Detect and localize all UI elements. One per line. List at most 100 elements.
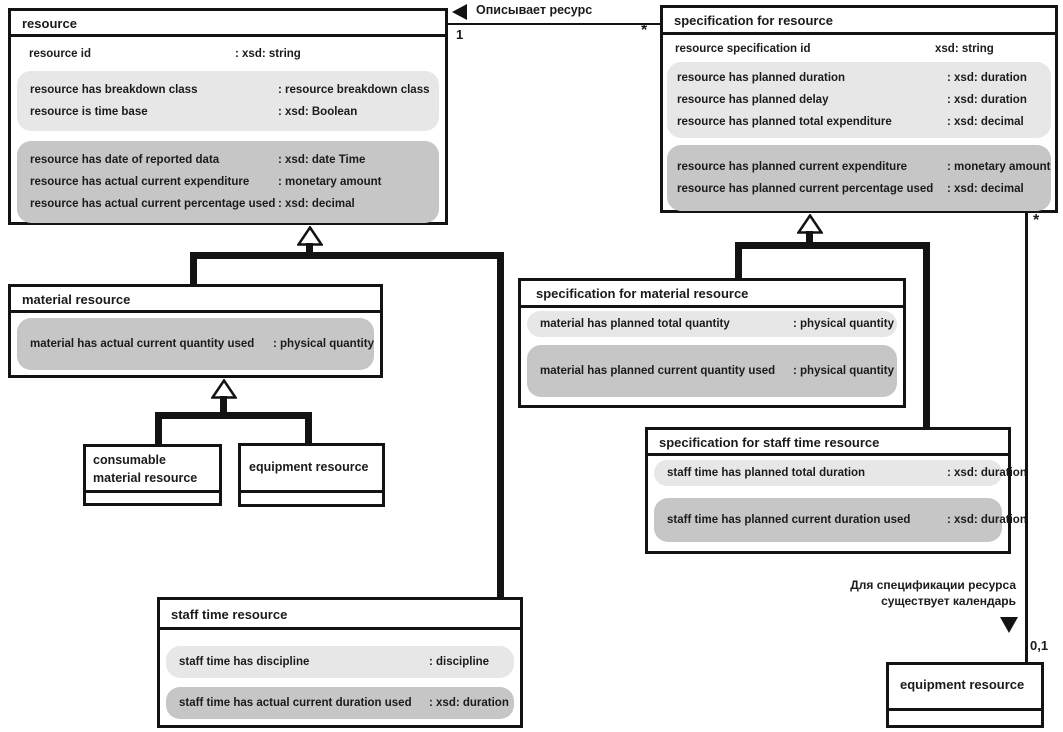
attribute-name: material has planned current quantity us… [540,365,776,377]
attribute-row: material has planned total quantity : ph… [540,313,894,335]
attribute-row: material has actual current quantity use… [30,333,374,355]
attribute-row: resource has planned current expenditure… [677,156,1051,178]
attribute-type: : xsd: decimal [947,116,1024,128]
generalization-line-segment [190,252,197,286]
attribute-type: : xsd: duration [947,467,1027,479]
attribute-type: : resource breakdown class [278,84,430,96]
class-box-consumable-material-resource: consumable material resource [83,444,222,506]
attribute-type: : xsd: decimal [947,183,1024,195]
attribute-type: : xsd: duration [947,94,1027,106]
class-title-line: material resource [93,471,198,485]
class-title: consumable material resource [86,447,219,490]
attribute-group-light: resource has breakdown class : resource … [17,71,439,131]
attribute-row: resource has planned current percentage … [677,178,1047,200]
class-box-specification-for-material-resource: specification for material resource mate… [518,278,906,408]
attribute-group-dark: resource has date of reported data : xsd… [17,141,439,223]
attribute-type: : xsd: duration [429,697,509,709]
attribute-row: staff time has actual current duration u… [179,692,509,714]
multiplicity-zero-or-one: 0,1 [1030,638,1049,653]
multiplicity-many: * [641,22,648,39]
attribute-name: resource has actual current expenditure [30,176,250,188]
attribute-row: resource has planned duration : xsd: dur… [677,67,1047,89]
attribute-name: staff time has discipline [179,656,310,668]
class-box-equipment-resource-calendar: equipment resource [886,662,1044,728]
attribute-group-dark: resource has planned current expenditure… [667,145,1051,211]
attribute-name: material has actual current quantity use… [30,338,255,350]
attribute-row: resource has actual current percentage u… [30,193,433,215]
association-line-describes [448,23,660,25]
class-title: staff time resource [160,600,520,630]
attribute-type: : discipline [429,656,490,668]
generalization-line-segment [497,252,504,598]
attribute-group-light: staff time has discipline : discipline [166,646,514,678]
generalization-line-segment [190,252,504,259]
attribute-type: : xsd: date Time [278,154,366,166]
association-direction-left-icon [452,4,467,20]
class-box-staff-time-resource: staff time resource staff time has disci… [157,597,523,728]
class-box-material-resource: material resource material has actual cu… [8,284,383,378]
association-line-calendar [1025,212,1028,662]
class-box-resource: resource resource id : xsd: string resou… [8,8,448,225]
attribute-name: resource has planned total expenditure [677,116,892,128]
class-title: specification for staff time resource [648,430,1008,456]
generalization-line-segment [735,242,742,280]
attribute-row: resource has actual current expenditure … [30,171,433,193]
attribute-group-dark: staff time has planned current duration … [654,498,1027,542]
attribute-name: staff time has actual current duration u… [179,697,412,709]
attribute-row: resource has planned delay : xsd: durati… [677,89,1047,111]
multiplicity-one: 1 [456,27,464,42]
generalization-line-segment [155,412,312,419]
empty-attribute-compartment [241,490,382,504]
association-note-line: существует календарь [881,594,1016,608]
attribute-name: resource has planned current expenditure [677,161,908,173]
attribute-type: : monetary amount [278,176,382,188]
attribute-row: resource has date of reported data : xsd… [30,149,433,171]
class-title: equipment resource [900,677,1025,692]
attribute-group-dark: material has actual current quantity use… [17,318,374,370]
empty-attribute-compartment [889,708,1041,725]
attribute-type: : monetary amount [947,161,1051,173]
attribute-row: resource id : xsd: string [11,43,445,65]
attribute-group-dark: material has planned current quantity us… [527,345,897,397]
class-title: specification for material resource [521,281,903,308]
association-label-describes: Описывает ресурс [476,3,593,17]
class-box-equipment-resource: equipment resource [238,443,385,507]
generalization-line-segment [735,242,930,249]
attribute-name: resource has planned current percentage … [677,183,934,195]
generalization-line-segment [923,242,930,428]
attribute-name: resource id [29,48,91,60]
attribute-row: resource has planned total expenditure :… [677,111,1047,133]
generalization-line-segment [155,412,162,446]
attribute-row: resource has breakdown class : resource … [30,79,433,101]
attribute-name: resource has planned duration [677,72,846,84]
attribute-name: resource specification id [675,43,811,55]
association-note-line: Для спецификации ресурса [850,578,1016,592]
empty-attribute-compartment [86,490,219,503]
attribute-row: staff time has discipline : discipline [179,651,508,673]
class-box-specification-for-resource: specification for resource resource spec… [660,5,1058,213]
attribute-type: xsd: string [935,43,994,55]
class-box-specification-for-staff-time-resource: specification for staff time resource st… [645,427,1027,554]
class-title: equipment resource [249,460,369,474]
attribute-type: : xsd: decimal [278,198,355,210]
attribute-row: resource specification id xsd: string [663,38,1055,60]
attribute-type: : xsd: duration [947,72,1027,84]
attribute-name: resource has actual current percentage u… [30,198,276,210]
multiplicity-many: * [1033,212,1040,229]
attribute-name: material has planned total quantity [540,318,730,330]
generalization-line-segment [306,243,313,259]
attribute-group-light: resource has planned duration : xsd: dur… [667,62,1051,138]
class-title: specification for resource [663,8,1055,35]
attribute-row: staff time has planned total duration : … [667,462,1027,484]
generalization-line-segment [220,396,227,418]
attribute-type: : xsd: duration [947,514,1027,526]
generalization-line-segment [806,231,813,247]
attribute-type: : xsd: string [235,48,301,60]
class-title-line: consumable [93,453,166,467]
attribute-name: staff time has planned total duration [667,467,866,479]
attribute-name: resource has date of reported data [30,154,220,166]
class-title: resource [11,11,445,37]
attribute-name: resource has breakdown class [30,84,198,96]
attribute-group-dark: staff time has actual current duration u… [166,687,514,719]
